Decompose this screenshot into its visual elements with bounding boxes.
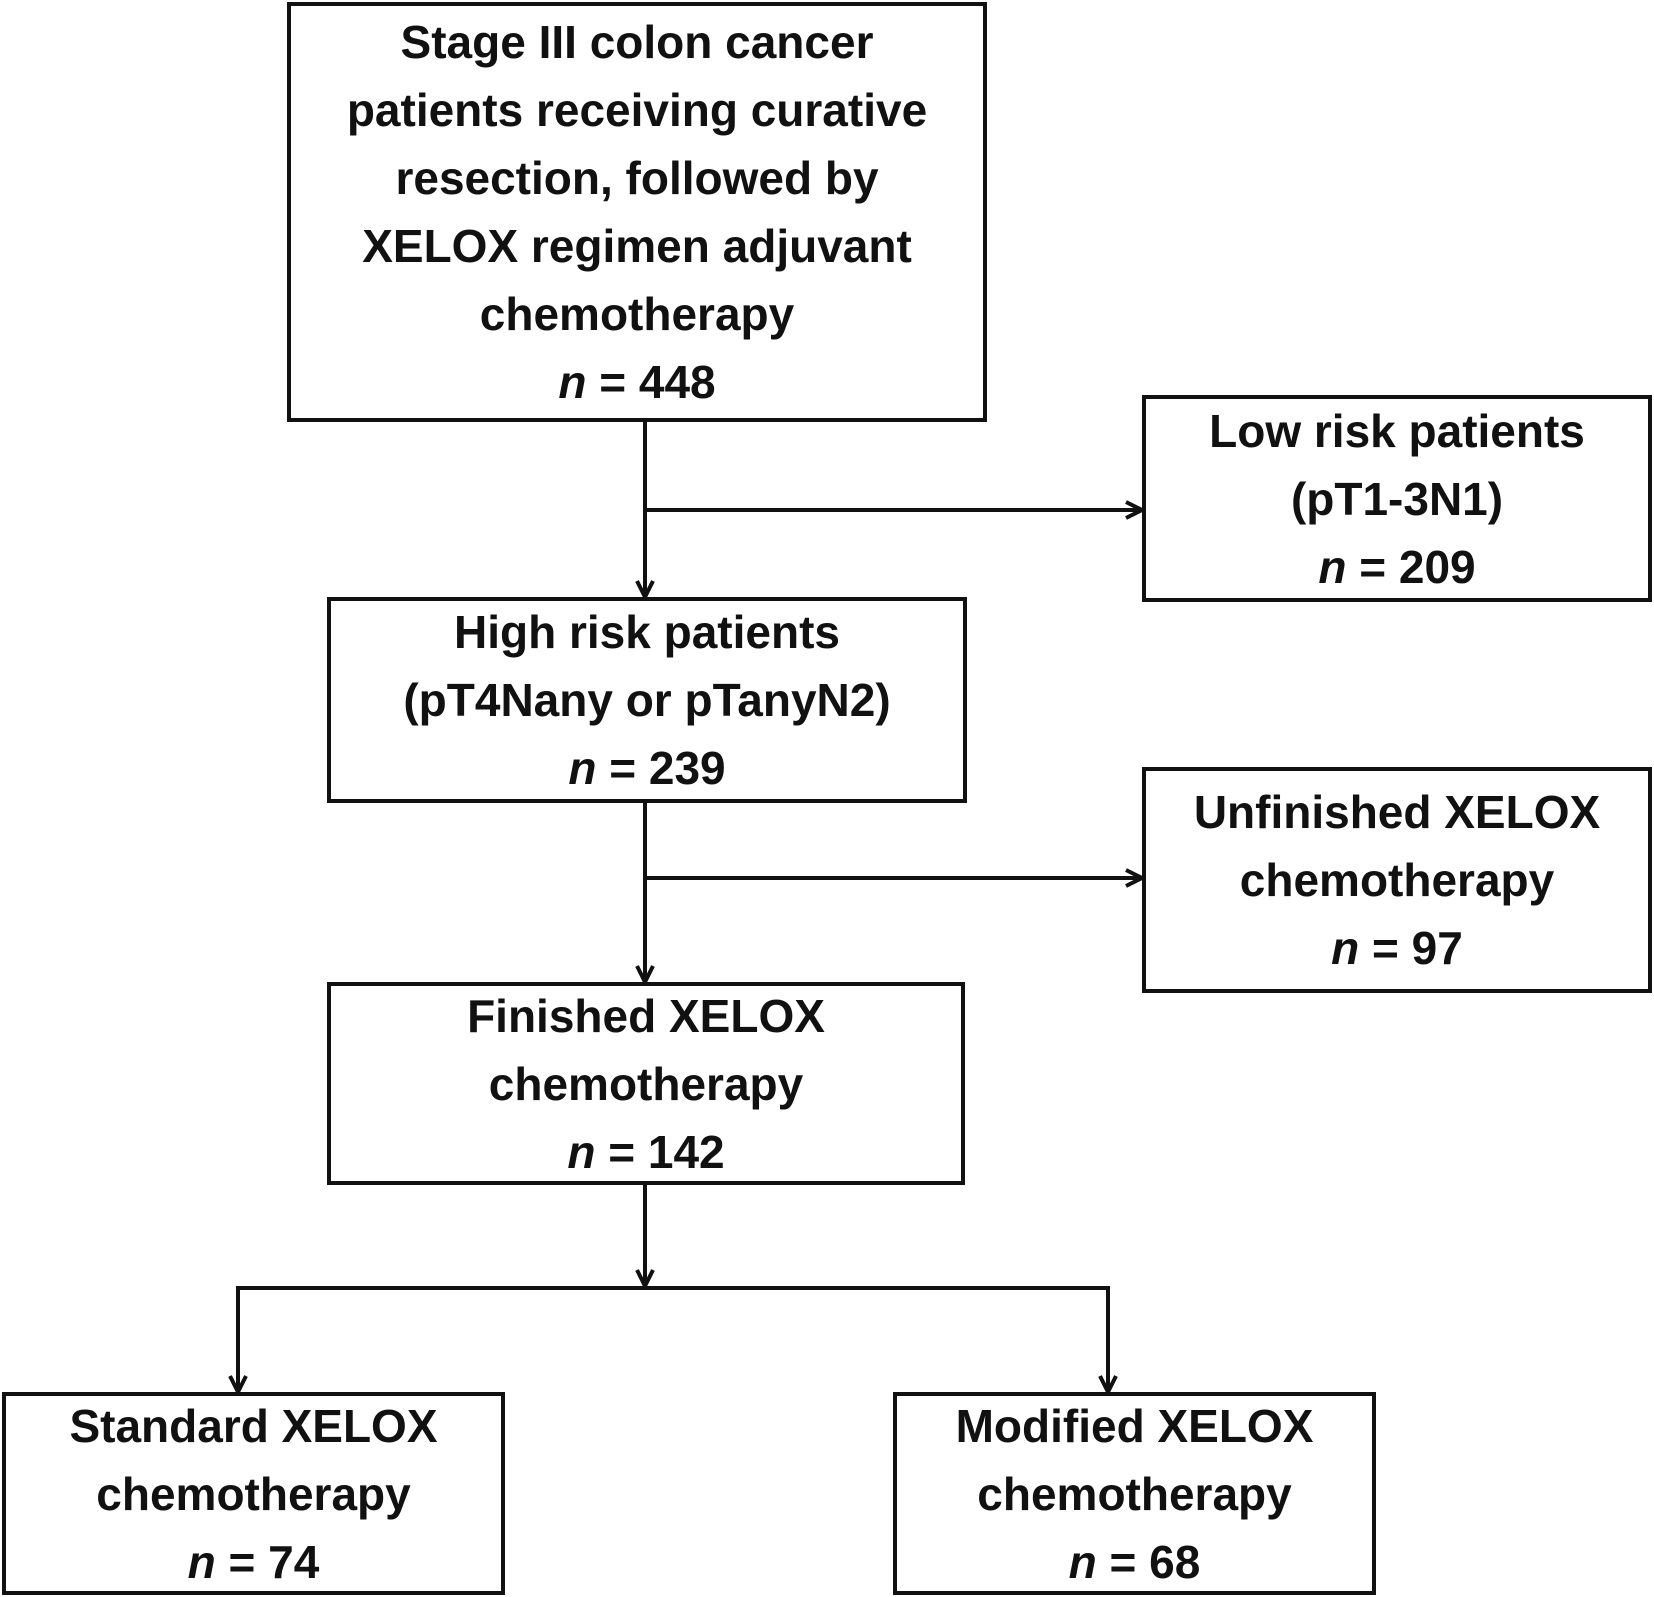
n-symbol: n [1331,922,1360,974]
box-text-line: (pT1-3N1) [1290,472,1504,525]
box-text-line: Low risk patients [1209,404,1585,457]
n-value: = 142 [608,1125,725,1178]
n-symbol: n [558,356,587,408]
box-modified-xelox: Modified XELOX chemotherapy n = 68 [893,1392,1376,1595]
n-symbol: n [187,1535,216,1588]
box-finished-xelox: Finished XELOX chemotherapy n = 142 [327,982,965,1185]
box-count: n = 97 [1331,914,1463,982]
box-count: n = 448 [558,348,715,416]
box-text-line: Finished XELOX [467,989,825,1042]
box-high-risk-patients: High risk patients (pT4Nany or pTanyN2) … [327,597,967,803]
box-unfinished-xelox: Unfinished XELOX chemotherapy n = 97 [1142,767,1652,993]
n-symbol: n [1318,540,1347,593]
box-text-line: chemotherapy [488,1057,804,1110]
n-value: = 97 [1372,922,1463,974]
box-count: n = 209 [1318,533,1475,601]
box-text-line: Standard XELOX [69,1399,438,1452]
box-count: n = 74 [188,1528,320,1596]
box-stage-iii-patients: Stage III colon cancer patients receivin… [287,2,987,422]
box-text-line: chemotherapy [96,1467,411,1520]
box-text-line: patients receiving curative [346,84,928,136]
n-symbol: n [567,1125,596,1178]
n-value: = 209 [1359,540,1476,593]
box-count: n = 142 [567,1118,724,1186]
box-text-line: chemotherapy [1239,854,1555,906]
n-value: = 74 [228,1535,320,1588]
box-text-line: Unfinished XELOX [1193,786,1601,838]
box-text-line: XELOX regimen adjuvant [362,220,912,272]
box-text-line: chemotherapy [977,1467,1292,1520]
box-text-line: High risk patients [454,606,840,658]
box-text-line: Modified XELOX [955,1399,1314,1452]
box-text-line: (pT4Nany or pTanyN2) [403,674,891,726]
box-text-line: resection, followed by [395,152,879,204]
box-count: n = 239 [568,734,725,802]
box-count: n = 68 [1069,1528,1201,1596]
box-standard-xelox: Standard XELOX chemotherapy n = 74 [2,1392,505,1595]
box-low-risk-patients: Low risk patients (pT1-3N1) n = 209 [1142,395,1652,602]
n-value: = 448 [599,356,716,408]
n-symbol: n [1068,1535,1097,1588]
n-value: = 239 [609,742,726,794]
n-symbol: n [568,742,597,794]
box-text-line: Stage III colon cancer [400,16,874,68]
n-value: = 68 [1109,1535,1201,1588]
box-text-line: chemotherapy [479,288,795,340]
